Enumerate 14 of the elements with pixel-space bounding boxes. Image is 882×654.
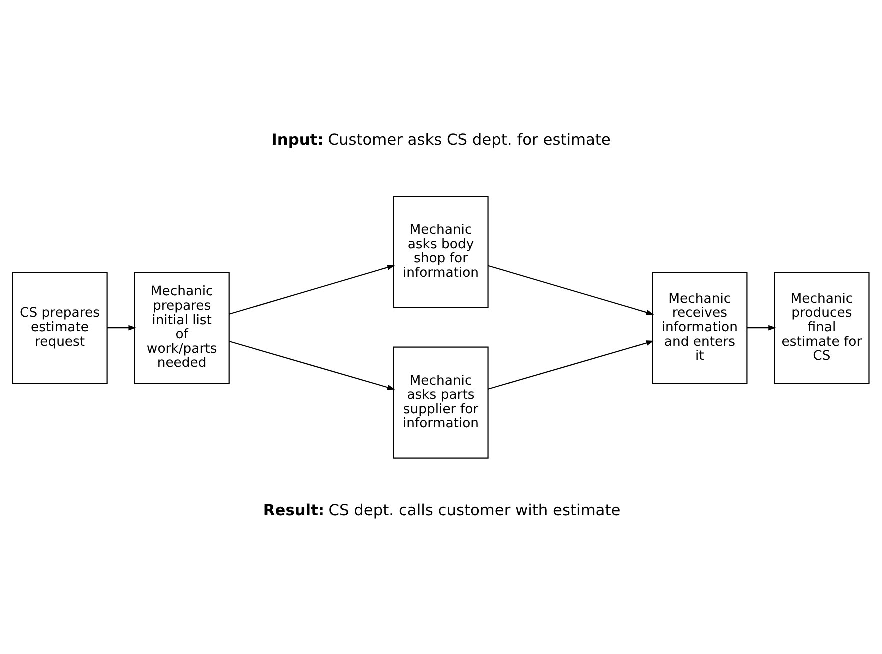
arrow [488, 340, 654, 390]
node-box: Mechanic receives information and enters it [652, 271, 748, 384]
arrow [229, 264, 396, 314]
label: Input: Customer asks CS dept. for estimate [272, 130, 611, 149]
arrow [107, 324, 136, 330]
node-box: Mechanic asks body shop for information [393, 196, 489, 308]
node-box: Mechanic produces final estimate for CS [774, 271, 870, 384]
label: Result: CS dept. calls customer with estimate [263, 501, 621, 520]
arrow [229, 340, 396, 390]
arrow [488, 264, 654, 315]
node-box: Mechanic prepares initial list of work/parts needed [134, 271, 230, 384]
node-box: CS prepares estimate request [12, 271, 108, 384]
arrow [747, 324, 776, 330]
node-box: Mechanic asks parts supplier for information [393, 346, 489, 458]
